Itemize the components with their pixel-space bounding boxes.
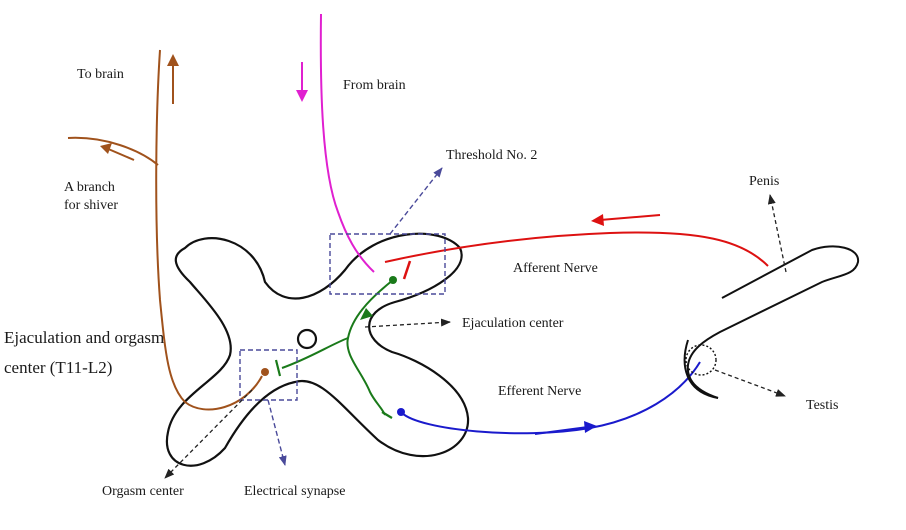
testis-circle	[685, 344, 717, 376]
efferent-pathway	[401, 361, 701, 435]
to-brain-pathway	[155, 49, 263, 411]
electrical-synapse-leader	[267, 399, 287, 466]
ejaculation-synapse-bar	[381, 411, 393, 419]
ejaculation-branch	[281, 337, 349, 369]
penis-label: Penis	[749, 174, 779, 189]
from-brain-arrow-head	[296, 90, 308, 102]
shiver-arrow	[105, 147, 135, 161]
ejaculation-center-label: Ejaculation center	[462, 316, 564, 331]
ejaculation-arrow-head	[360, 308, 373, 320]
afferent-synapse-bar	[402, 260, 412, 280]
ejaculation-center-leader	[364, 318, 451, 328]
shiver-arrow-head	[100, 143, 112, 154]
to-brain-label: To brain	[77, 67, 124, 82]
afferent-nerve-label: Afferent Nerve	[513, 261, 598, 276]
threshold-box	[329, 233, 446, 295]
threshold-leader	[389, 167, 443, 235]
penis-outline	[686, 245, 860, 399]
orgasm-center-leader	[164, 389, 253, 479]
efferent-neuron	[397, 408, 405, 416]
testis-leader	[714, 369, 786, 397]
afferent-arrow	[599, 214, 661, 221]
from-brain-label: From brain	[343, 78, 406, 93]
efferent-arrow-head	[584, 421, 597, 433]
efferent-nerve-label: Efferent Nerve	[498, 384, 581, 399]
electrical-synapse-box	[239, 349, 298, 401]
ejaculation-branch-bar	[274, 359, 282, 377]
spinal-cord-outline	[165, 232, 470, 467]
shiver-branch-label-line2: for shiver	[64, 198, 118, 213]
afferent-pathway	[384, 231, 769, 267]
shiver-branch-label-line1: A branch	[64, 180, 115, 195]
electrical-synapse-label: Electrical synapse	[244, 484, 345, 499]
central-canal	[296, 328, 318, 350]
to-brain-arrow-head	[167, 54, 179, 66]
penis-leader	[767, 194, 787, 273]
shiver-branch-pathway	[67, 136, 159, 166]
orgasm-center-neuron	[261, 368, 269, 376]
orgasm-center-label: Orgasm center	[102, 484, 184, 499]
ejac-orgasm-label-line2: center (T11-L2)	[4, 358, 112, 377]
threshold-label: Threshold No. 2	[446, 148, 537, 163]
afferent-arrow-head	[591, 214, 604, 226]
testis-label: Testis	[806, 398, 838, 413]
ejaculation-pathway	[346, 279, 394, 416]
ejac-orgasm-label-line1: Ejaculation and orgasm	[4, 328, 164, 347]
ejaculation-neuron	[389, 276, 397, 284]
from-brain-pathway	[319, 13, 375, 273]
testis-outline	[683, 339, 719, 399]
efferent-arrow	[534, 426, 589, 435]
